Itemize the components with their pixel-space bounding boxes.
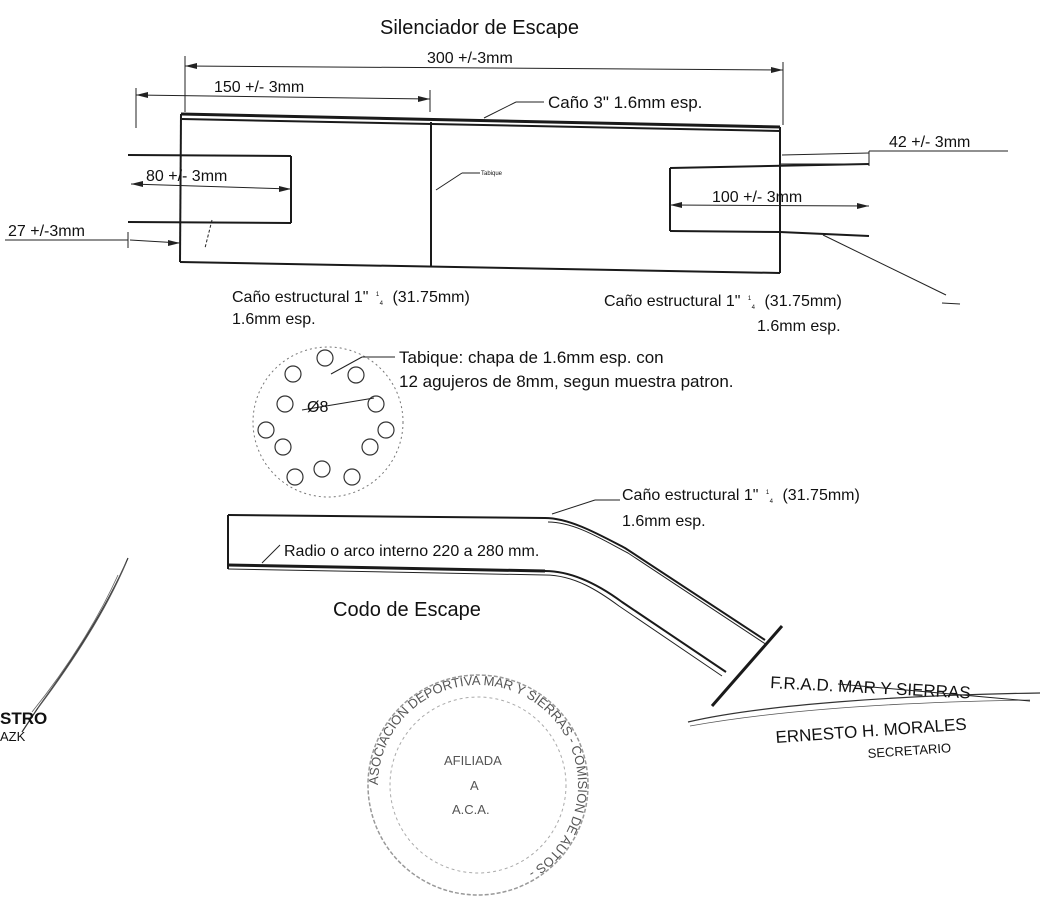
muffler-title: Silenciador de Escape <box>380 17 579 39</box>
dim-half-label: 150 +/- 3mm <box>214 79 304 96</box>
outlet-spec-fraction-den: 4 <box>752 305 756 311</box>
inlet-spec-line1: Caño estructural 1" 1 4 (31.75mm) <box>232 283 470 309</box>
stamp: ASOCIACION DEPORTIVA MAR Y SIERRAS - COM… <box>366 673 590 896</box>
elbow-spec-fraction-den: 4 <box>770 499 774 505</box>
baffle-hole <box>367 395 385 413</box>
signature-left-fragment-sub: AZK <box>0 729 26 744</box>
stamp-center-line3: A.C.A. <box>452 802 490 817</box>
baffle-hole <box>286 468 304 486</box>
elbow-radius-text: Radio o arco interno 220 a 280 mm. <box>284 543 539 560</box>
signature-role: SECRETARIO <box>867 740 951 761</box>
baffle-hole <box>257 421 275 439</box>
elbow-drawing <box>227 514 784 707</box>
baffle-note-line2: 12 agujeros de 8mm, segun muestra patron… <box>399 372 734 391</box>
dim-half: 150 +/- 3mm <box>135 79 431 128</box>
inlet-spec-line2: 1.6mm esp. <box>232 311 316 328</box>
elbow-spec-fraction-num: 1 <box>766 490 770 496</box>
dim-inlet-offset-label: 27 +/-3mm <box>8 223 85 240</box>
baffle-hole <box>313 460 331 478</box>
dim-inlet-offset: 27 +/-3mm <box>5 219 213 249</box>
baffle-tag: Tabique <box>435 171 503 191</box>
outlet-pipe-spec: Caño estructural 1" 1 4 (31.75mm) 1.6mm … <box>604 234 961 335</box>
baffle-holes <box>257 349 395 486</box>
baffle-tag-text: Tabique <box>481 171 503 177</box>
baffle-hole <box>316 349 334 367</box>
dim-inlet-label: 80 +/- 3mm <box>146 168 227 185</box>
inlet-pipe: 80 +/- 3mm <box>127 154 292 224</box>
baffle-hole <box>377 421 395 439</box>
stamp-center-line2: A <box>470 778 479 793</box>
elbow-title: Codo de Escape <box>333 599 481 621</box>
baffle-note: Tabique: chapa de 1.6mm esp. con 12 aguj… <box>330 348 734 391</box>
baffle-plate: Ø8 <box>252 346 404 498</box>
dim-outlet-offset-label: 42 +/- 3mm <box>889 134 970 151</box>
outlet-spec-line2: 1.6mm esp. <box>757 318 841 335</box>
outlet-pipe: 100 +/- 3mm <box>669 163 870 237</box>
shell-label: Caño 3" 1.6mm esp. <box>483 93 702 119</box>
inlet-spec-fraction-num: 1 <box>376 292 380 298</box>
muffler-body <box>179 112 781 274</box>
dim-outlet-label: 100 +/- 3mm <box>712 189 802 206</box>
elbow-radius-note: Radio o arco interno 220 a 280 mm. <box>261 543 539 564</box>
shell-label-text: Caño 3" 1.6mm esp. <box>548 93 702 112</box>
dim-overall-label: 300 +/-3mm <box>427 50 513 67</box>
elbow-pipe-spec: Caño estructural 1" 1 4 (31.75mm) 1.6mm … <box>551 481 860 530</box>
signature-left-fragment: STRO <box>0 709 47 728</box>
elbow-spec-line1: Caño estructural 1" 1 4 (31.75mm) <box>622 481 860 507</box>
baffle-note-line1: Tabique: chapa de 1.6mm esp. con <box>399 348 664 367</box>
inlet-spec-fraction-den: 4 <box>380 301 384 307</box>
outlet-spec-fraction-num: 1 <box>748 296 752 302</box>
baffle-hole <box>274 438 292 456</box>
baffle-hole <box>276 395 294 413</box>
dim-overall: 300 +/-3mm <box>184 50 784 125</box>
outlet-spec-line1: Caño estructural 1" 1 4 (31.75mm) <box>604 287 842 313</box>
baffle-hole <box>284 365 302 383</box>
inlet-pipe-spec: Caño estructural 1" 1 4 (31.75mm) 1.6mm … <box>232 283 470 328</box>
baffle-hole <box>361 438 379 456</box>
baffle-hole <box>347 366 365 384</box>
signature-strokes <box>21 557 1041 733</box>
signature-org: F.R.A.D. MAR Y SIERRAS <box>770 673 971 702</box>
dim-outlet-offset: 42 +/- 3mm <box>781 134 1008 166</box>
elbow-spec-line2: 1.6mm esp. <box>622 513 706 530</box>
signature-block-right: F.R.A.D. MAR Y SIERRAS ERNESTO H. MORALE… <box>770 673 1031 761</box>
baffle-hole <box>343 468 361 486</box>
stamp-center-line1: AFILIADA <box>444 753 502 768</box>
hole-diameter-label: Ø8 <box>307 399 328 416</box>
